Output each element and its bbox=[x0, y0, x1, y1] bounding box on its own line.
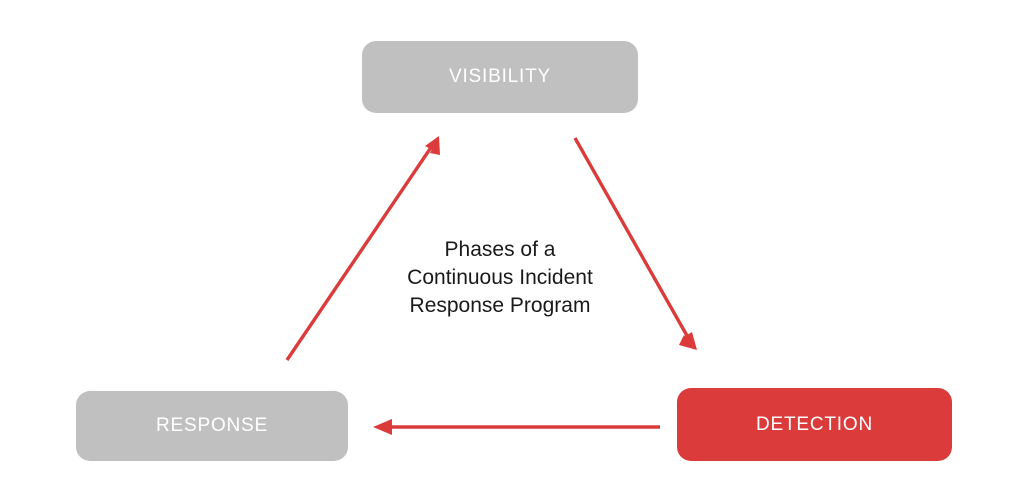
caption-line-3: Response Program bbox=[409, 294, 591, 317]
arrow-detection-to-response bbox=[373, 419, 660, 435]
caption-line-1: Phases of a bbox=[444, 238, 556, 261]
node-visibility-label: VISIBILITY bbox=[449, 66, 551, 87]
center-caption: Phases of a Continuous Incident Response… bbox=[362, 236, 638, 320]
node-response-label: RESPONSE bbox=[156, 415, 268, 436]
node-detection[interactable]: DETECTION bbox=[677, 388, 952, 461]
node-response[interactable]: RESPONSE bbox=[76, 391, 348, 461]
node-detection-label: DETECTION bbox=[756, 413, 873, 435]
node-visibility[interactable]: VISIBILITY bbox=[362, 41, 638, 113]
caption-line-2: Continuous Incident bbox=[407, 266, 593, 289]
